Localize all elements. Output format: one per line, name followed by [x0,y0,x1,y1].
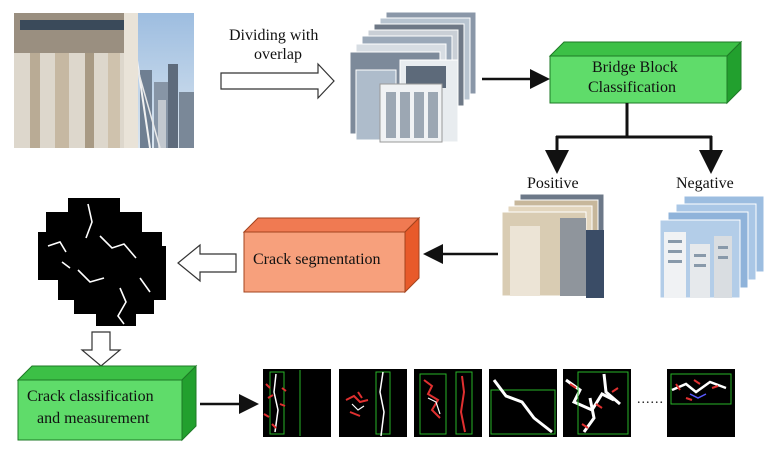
divided-tiles-stack [349,11,477,143]
result-thumbnail-6 [667,369,735,437]
positive-label: Positive [527,175,579,192]
measurement-box [16,364,198,442]
segmentation-box [242,216,421,294]
result-thumbnail-2 [339,369,407,437]
segmentation-label: Crack segmentation [253,251,381,268]
segmentation-mask [38,198,166,326]
result-thumbnail-3 [414,369,482,437]
measurement-label-line2: and measurement [37,410,150,427]
ellipsis-label: ...... [637,392,664,407]
classification-box [548,40,743,105]
branch-arrows [545,103,723,174]
dividing-label-line1: Dividing with [229,27,319,44]
result-thumbnail-4 [489,369,557,437]
hollow-left-arrow [177,243,237,283]
result-thumbnail-1 [263,369,331,437]
result-thumbnail-5 [563,369,631,437]
hollow-right-arrow [220,62,335,100]
bridge-photo [14,13,194,149]
positive-tiles-stack [501,193,605,298]
hollow-down-arrow [80,331,122,367]
mask-crack-lines [47,203,151,325]
classification-label-line1: Bridge Block [592,59,678,76]
negative-tiles-stack [659,195,765,299]
measurement-label-line1: Crack classification [27,388,154,405]
classification-label-line2: Classification [588,79,676,96]
negative-label: Negative [676,175,734,192]
dividing-label-line2: overlap [254,46,302,63]
